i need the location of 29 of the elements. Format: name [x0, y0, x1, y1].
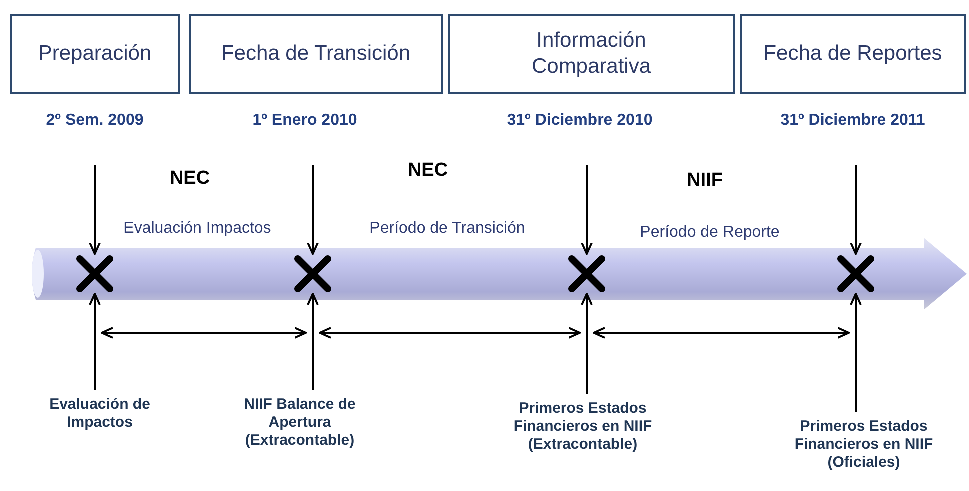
standard-label: NEC	[406, 160, 450, 182]
period-label: Período de Transición	[368, 220, 526, 238]
date-label: 2º Sem. 2009	[45, 112, 145, 130]
arrow	[581, 165, 593, 255]
phase-header-box: Información Comparativa	[448, 14, 735, 94]
period-label: Período de Reporte	[639, 224, 781, 242]
date-label: 31º Diciembre 2010	[506, 112, 654, 130]
standard-label: NEC	[168, 168, 212, 190]
phase-header-box: Preparación	[10, 14, 180, 94]
arrow	[89, 165, 101, 255]
arrow	[307, 293, 319, 390]
double-arrow	[101, 327, 307, 339]
period-label: Evaluación Impactos	[122, 220, 272, 238]
milestone-text: Primeros Estados Financieros en NIIF (Oficiales)	[760, 418, 968, 472]
phase-header-box: Fecha de Reportes	[740, 14, 966, 94]
milestone-text: Primeros Estados Financieros en NIIF (Extracontable)	[478, 400, 688, 454]
arrow	[89, 293, 101, 390]
milestone-text: Evaluación de Impactos	[20, 396, 180, 432]
arrow	[581, 293, 593, 394]
double-arrow	[319, 327, 581, 339]
phase-header-box: Fecha de Transición	[189, 14, 443, 94]
double-arrow	[593, 327, 850, 339]
date-label: 1º Enero 2010	[252, 112, 358, 130]
arrow	[307, 165, 319, 255]
milestone-text: NIIF Balance de Apertura (Extracontable)	[215, 396, 385, 450]
arrow	[850, 293, 862, 412]
date-label: 31º Diciembre 2011	[780, 112, 926, 130]
standard-label: NIIF	[686, 170, 724, 192]
arrow	[850, 165, 862, 255]
